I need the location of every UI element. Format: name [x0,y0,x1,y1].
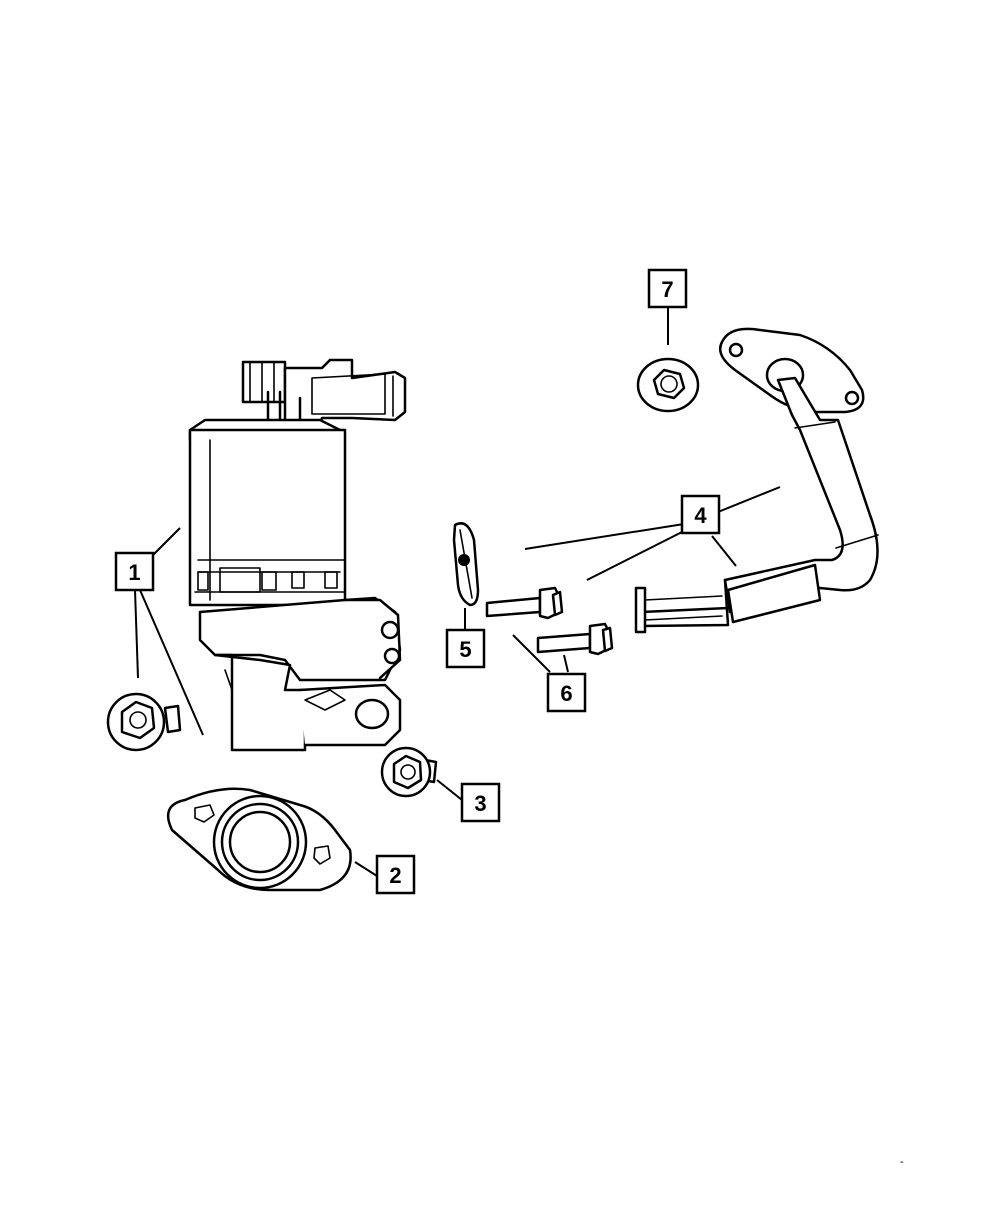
tube-nut [636,357,700,413]
callout-5: 5 [445,628,486,669]
callout-2: 2 [375,854,416,895]
egr-valve-bolt [106,692,182,752]
leader-lines [134,308,781,877]
egr-tube [634,327,879,634]
callout-5-label: 5 [459,637,471,662]
callout-2-label: 2 [389,863,401,888]
footer-mark: - [900,1156,904,1168]
tube-bolt-upper [485,586,564,620]
tube-gasket [452,522,480,607]
callout-4: 4 [680,494,721,535]
callout-3-label: 3 [474,791,486,816]
egr-valve-gasket [166,787,352,892]
callout-6: 6 [546,672,587,713]
callout-7-label: 7 [661,277,673,302]
gasket-bolt [380,746,438,798]
callout-4-label: 4 [694,503,707,528]
callout-6-label: 6 [560,681,572,706]
tube-bolt-lower [536,622,614,656]
callout-1-label: 1 [128,560,140,585]
callout-1: 1 [114,551,155,592]
callout-7: 7 [647,268,688,309]
egr-valve [188,358,407,752]
callout-3: 3 [460,782,501,823]
